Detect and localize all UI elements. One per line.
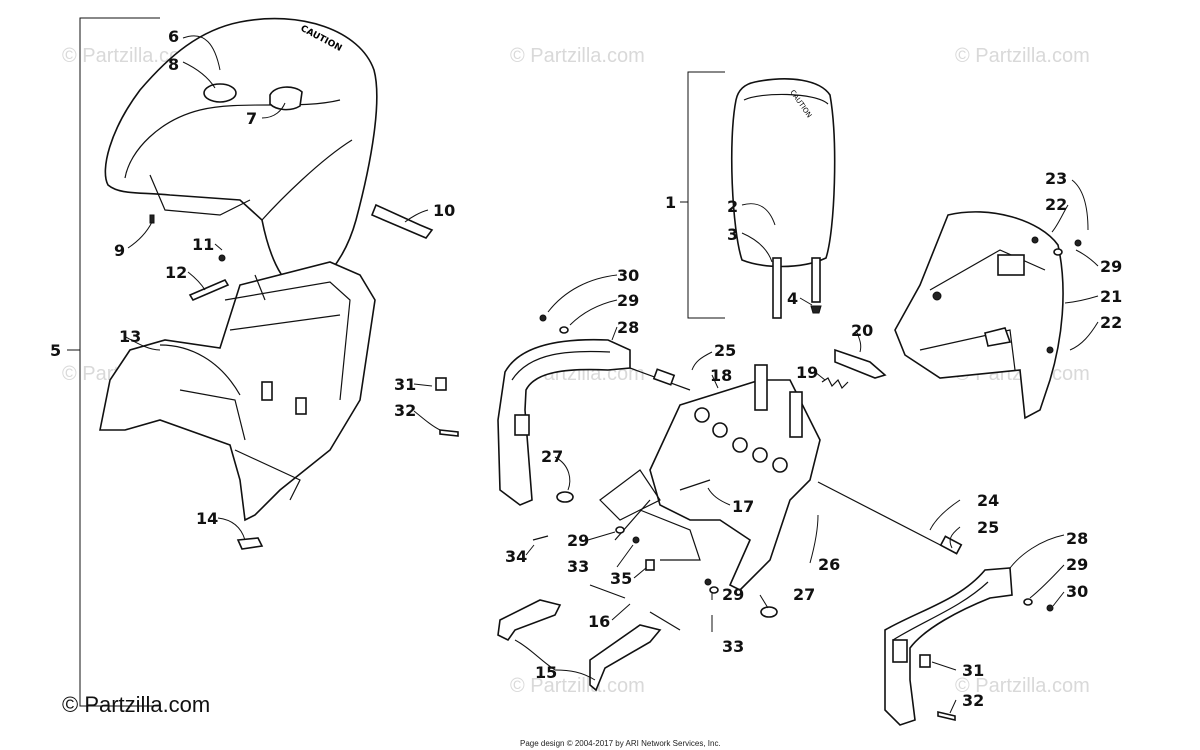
- latch-assemblies: [497, 479, 711, 692]
- part-14: [236, 537, 264, 550]
- callout-25b[interactable]: 25: [977, 518, 999, 537]
- callout-27[interactable]: 27: [541, 447, 563, 466]
- callout-20[interactable]: 20: [851, 321, 873, 340]
- main-frame: [599, 364, 821, 591]
- callout-23[interactable]: 23: [1045, 169, 1067, 188]
- callout-29c[interactable]: 29: [567, 531, 589, 550]
- partzilla-watermark: © Partzilla.com: [62, 692, 210, 717]
- left-small-parts: [149, 203, 434, 550]
- callout-5[interactable]: 5: [50, 341, 61, 360]
- callout-13[interactable]: 13: [119, 327, 141, 346]
- callout-22[interactable]: 22: [1045, 195, 1067, 214]
- callout-8[interactable]: 8: [168, 55, 179, 74]
- part-4: [810, 305, 822, 314]
- watermark-3: © Partzilla.com: [955, 45, 1090, 67]
- bracket-1: [680, 71, 725, 319]
- callout-7[interactable]: 7: [246, 109, 257, 128]
- part-12: [188, 278, 230, 302]
- left-armrest: [497, 338, 631, 506]
- part-19-spring: [821, 377, 849, 390]
- callout-28b[interactable]: 28: [1066, 529, 1088, 548]
- callout-34[interactable]: 34: [505, 547, 527, 566]
- callout-18[interactable]: 18: [710, 366, 732, 385]
- callout-numbers: 1 2 3 4 5 6 7 8 9 10 11 12 13 14 15 16 1…: [50, 27, 1122, 710]
- watermark-8: © Partzilla.com: [955, 675, 1090, 697]
- callout-17[interactable]: 17: [732, 497, 754, 516]
- callout-24[interactable]: 24: [977, 491, 999, 510]
- callout-6[interactable]: 6: [168, 27, 179, 46]
- callout-35[interactable]: 35: [610, 569, 632, 588]
- bracket-5: [67, 17, 160, 707]
- callout-30b[interactable]: 30: [1066, 582, 1088, 601]
- callout-1[interactable]: 1: [665, 193, 676, 212]
- callout-32b[interactable]: 32: [962, 691, 984, 710]
- part-11: [218, 254, 226, 262]
- seat-emblem: [203, 83, 237, 103]
- callout-29[interactable]: 29: [617, 291, 639, 310]
- callout-2[interactable]: 2: [727, 197, 738, 216]
- seat-handle-7: [269, 86, 303, 111]
- callout-25[interactable]: 25: [714, 341, 736, 360]
- part-10-strap: [370, 203, 434, 239]
- callout-21[interactable]: 21: [1100, 287, 1122, 306]
- callout-32[interactable]: 32: [394, 401, 416, 420]
- callout-30[interactable]: 30: [617, 266, 639, 285]
- watermark-7: © Partzilla.com: [510, 675, 645, 697]
- callout-29d[interactable]: 29: [722, 585, 744, 604]
- callout-9[interactable]: 9: [114, 241, 125, 260]
- part-20-bracket: [834, 348, 887, 379]
- watermark-1: © Partzilla.com: [62, 45, 197, 67]
- callout-10[interactable]: 10: [433, 201, 455, 220]
- callout-15[interactable]: 15: [535, 663, 557, 682]
- callout-33b[interactable]: 33: [722, 637, 744, 656]
- callout-26[interactable]: 26: [818, 555, 840, 574]
- callout-14[interactable]: 14: [196, 509, 218, 528]
- callout-29b[interactable]: 29: [1100, 257, 1122, 276]
- callout-28[interactable]: 28: [617, 318, 639, 337]
- callout-31[interactable]: 31: [394, 375, 416, 394]
- leader-lines: [123, 35, 1099, 714]
- callout-11[interactable]: 11: [192, 235, 214, 254]
- callout-27b[interactable]: 27: [793, 585, 815, 604]
- callout-19[interactable]: 19: [796, 363, 818, 382]
- callout-12[interactable]: 12: [165, 263, 187, 282]
- callout-33[interactable]: 33: [567, 557, 589, 576]
- headrest: CAUTION: [730, 78, 836, 319]
- callout-4[interactable]: 4: [787, 289, 798, 308]
- callout-16[interactable]: 16: [588, 612, 610, 631]
- seat-base: [99, 261, 376, 522]
- rear-shell: [894, 211, 1064, 420]
- callout-22b[interactable]: 22: [1100, 313, 1122, 332]
- callout-29e[interactable]: 29: [1066, 555, 1088, 574]
- watermark-2: © Partzilla.com: [510, 45, 645, 67]
- part-9: [149, 214, 155, 224]
- callout-31b[interactable]: 31: [962, 661, 984, 680]
- small-hardware: [435, 236, 1082, 722]
- callout-3[interactable]: 3: [727, 225, 738, 244]
- page-footer: Page design © 2004-2017 by ARI Network S…: [520, 739, 721, 748]
- right-armrest: [884, 567, 1013, 726]
